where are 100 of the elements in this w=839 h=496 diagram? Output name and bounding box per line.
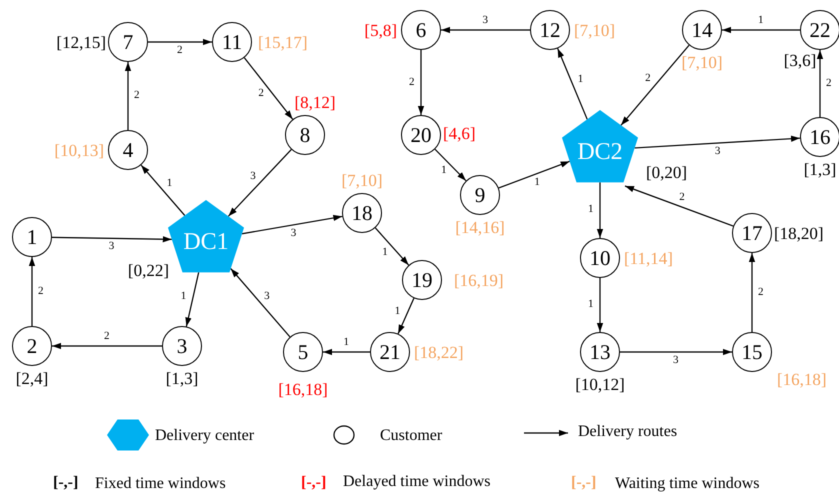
- edge-label: 3: [482, 15, 489, 26]
- node-label: 18: [352, 202, 372, 224]
- edge-label: 2: [757, 286, 764, 298]
- route-arrow: [374, 228, 410, 266]
- time-window-label: [11,14]: [624, 250, 673, 267]
- customer-circle: [732, 213, 772, 253]
- legend-text: Delivery routes: [578, 424, 678, 440]
- time-window-label: [0,20]: [646, 164, 688, 181]
- edge-label: 3: [108, 241, 116, 252]
- edge-label: 3: [290, 228, 298, 239]
- customer-circle: [108, 130, 148, 170]
- node-label: 1: [26, 226, 38, 248]
- node-label: 22: [810, 20, 830, 40]
- customer-circle: [162, 326, 202, 366]
- route-arrow: [596, 182, 604, 238]
- customer-circle: [370, 332, 410, 372]
- edge-label: 2: [133, 90, 140, 101]
- time-window-label: [1,3]: [166, 370, 198, 387]
- route-arrow: [620, 44, 690, 126]
- node-label: 12: [540, 20, 560, 40]
- edge-label: 2: [825, 78, 832, 88]
- time-window-label: [14,16]: [455, 219, 505, 236]
- customer-circle: [530, 10, 570, 50]
- node-label: 8: [300, 124, 310, 146]
- route-arrow: [596, 278, 604, 332]
- customer-circle: [401, 10, 441, 50]
- edge-label: 3: [714, 146, 722, 158]
- node-label: 6: [416, 20, 426, 40]
- time-window-label: [18,20]: [774, 225, 824, 242]
- time-window-label: [15,17]: [258, 34, 308, 51]
- edge-label: 1: [381, 246, 389, 258]
- node-label: 9: [474, 184, 486, 206]
- node-label: 16: [810, 126, 830, 148]
- edge-label: 2: [103, 331, 110, 342]
- legend-text: Delivery center: [155, 428, 254, 444]
- time-window-label: [7,10]: [574, 22, 616, 39]
- time-window-label: [7,10]: [341, 172, 383, 189]
- legend-text: Customer: [380, 428, 442, 444]
- route-arrow: [434, 148, 466, 182]
- route-arrow: [185, 272, 200, 327]
- node-label: 17: [742, 222, 762, 244]
- node-label: 14: [692, 20, 712, 40]
- node-label: 13: [590, 342, 610, 362]
- edge-label: 1: [342, 337, 350, 348]
- route-arrow: [748, 253, 756, 332]
- node-label: 10: [590, 248, 610, 268]
- edge-label: 1: [587, 299, 594, 310]
- edge-label: 2: [408, 76, 416, 88]
- route-arrow: [52, 236, 172, 242]
- time-window-label: [4,6]: [443, 125, 476, 142]
- customer-circle: [800, 10, 839, 50]
- time-window-label: [12,15]: [56, 34, 106, 51]
- node-label: 4: [122, 140, 134, 160]
- edge-label: 3: [672, 355, 680, 366]
- time-window-label: [1,3]: [804, 161, 836, 178]
- customer-circle: [12, 326, 52, 366]
- route-arrow: [498, 160, 570, 189]
- time-window-label: [8,12]: [294, 94, 336, 111]
- node-label: 3: [176, 336, 188, 356]
- node-label: 5: [298, 342, 308, 362]
- route-arrow: [52, 342, 162, 350]
- edge-label: 3: [263, 290, 271, 302]
- node-label: 11: [222, 32, 242, 52]
- time-window-label: [3,6]: [784, 52, 816, 69]
- customer-circle: [12, 217, 52, 257]
- route-arrow: [441, 26, 530, 34]
- customer-circle: [285, 115, 325, 155]
- node-label: 7: [122, 32, 134, 52]
- route-arrow: [140, 164, 186, 216]
- node-label: 19: [412, 270, 432, 290]
- time-window-label: [5,8]: [364, 22, 397, 39]
- route-arrow: [557, 48, 588, 120]
- route-arrow: [228, 149, 292, 217]
- node-label: 15: [742, 342, 762, 362]
- node-label: 20: [410, 124, 432, 146]
- route-arrow: [620, 348, 732, 356]
- customer-circle: [401, 115, 441, 155]
- customer-circle: [460, 175, 500, 215]
- time-window-label: [7,10]: [681, 54, 723, 71]
- customer-circle: [800, 117, 839, 157]
- time-window-label: [2,4]: [16, 370, 48, 387]
- node-label: DC1: [183, 230, 229, 254]
- time-window-label: [0,22]: [128, 262, 169, 279]
- node-label: DC2: [577, 140, 623, 164]
- legend-text: Waiting time windows: [615, 476, 760, 492]
- customer-circle: [580, 238, 620, 278]
- legend-sample: [-,-]: [301, 475, 326, 491]
- route-arrow: [230, 268, 290, 338]
- edge-label: 2: [678, 192, 686, 203]
- route-arrow: [244, 57, 294, 120]
- time-window-label: [16,19]: [454, 272, 504, 289]
- route-arrow: [124, 62, 132, 130]
- legend-text: Fixed time windows: [95, 476, 226, 492]
- time-window-label: [10,13]: [54, 142, 104, 159]
- route-arrow: [323, 348, 370, 356]
- time-window-label: [16,18]: [278, 381, 328, 398]
- edge-label: 3: [249, 170, 257, 182]
- legend-text: Delayed time windows: [343, 474, 491, 490]
- time-window-label: [16,18]: [777, 371, 827, 388]
- customer-circle: [283, 332, 323, 372]
